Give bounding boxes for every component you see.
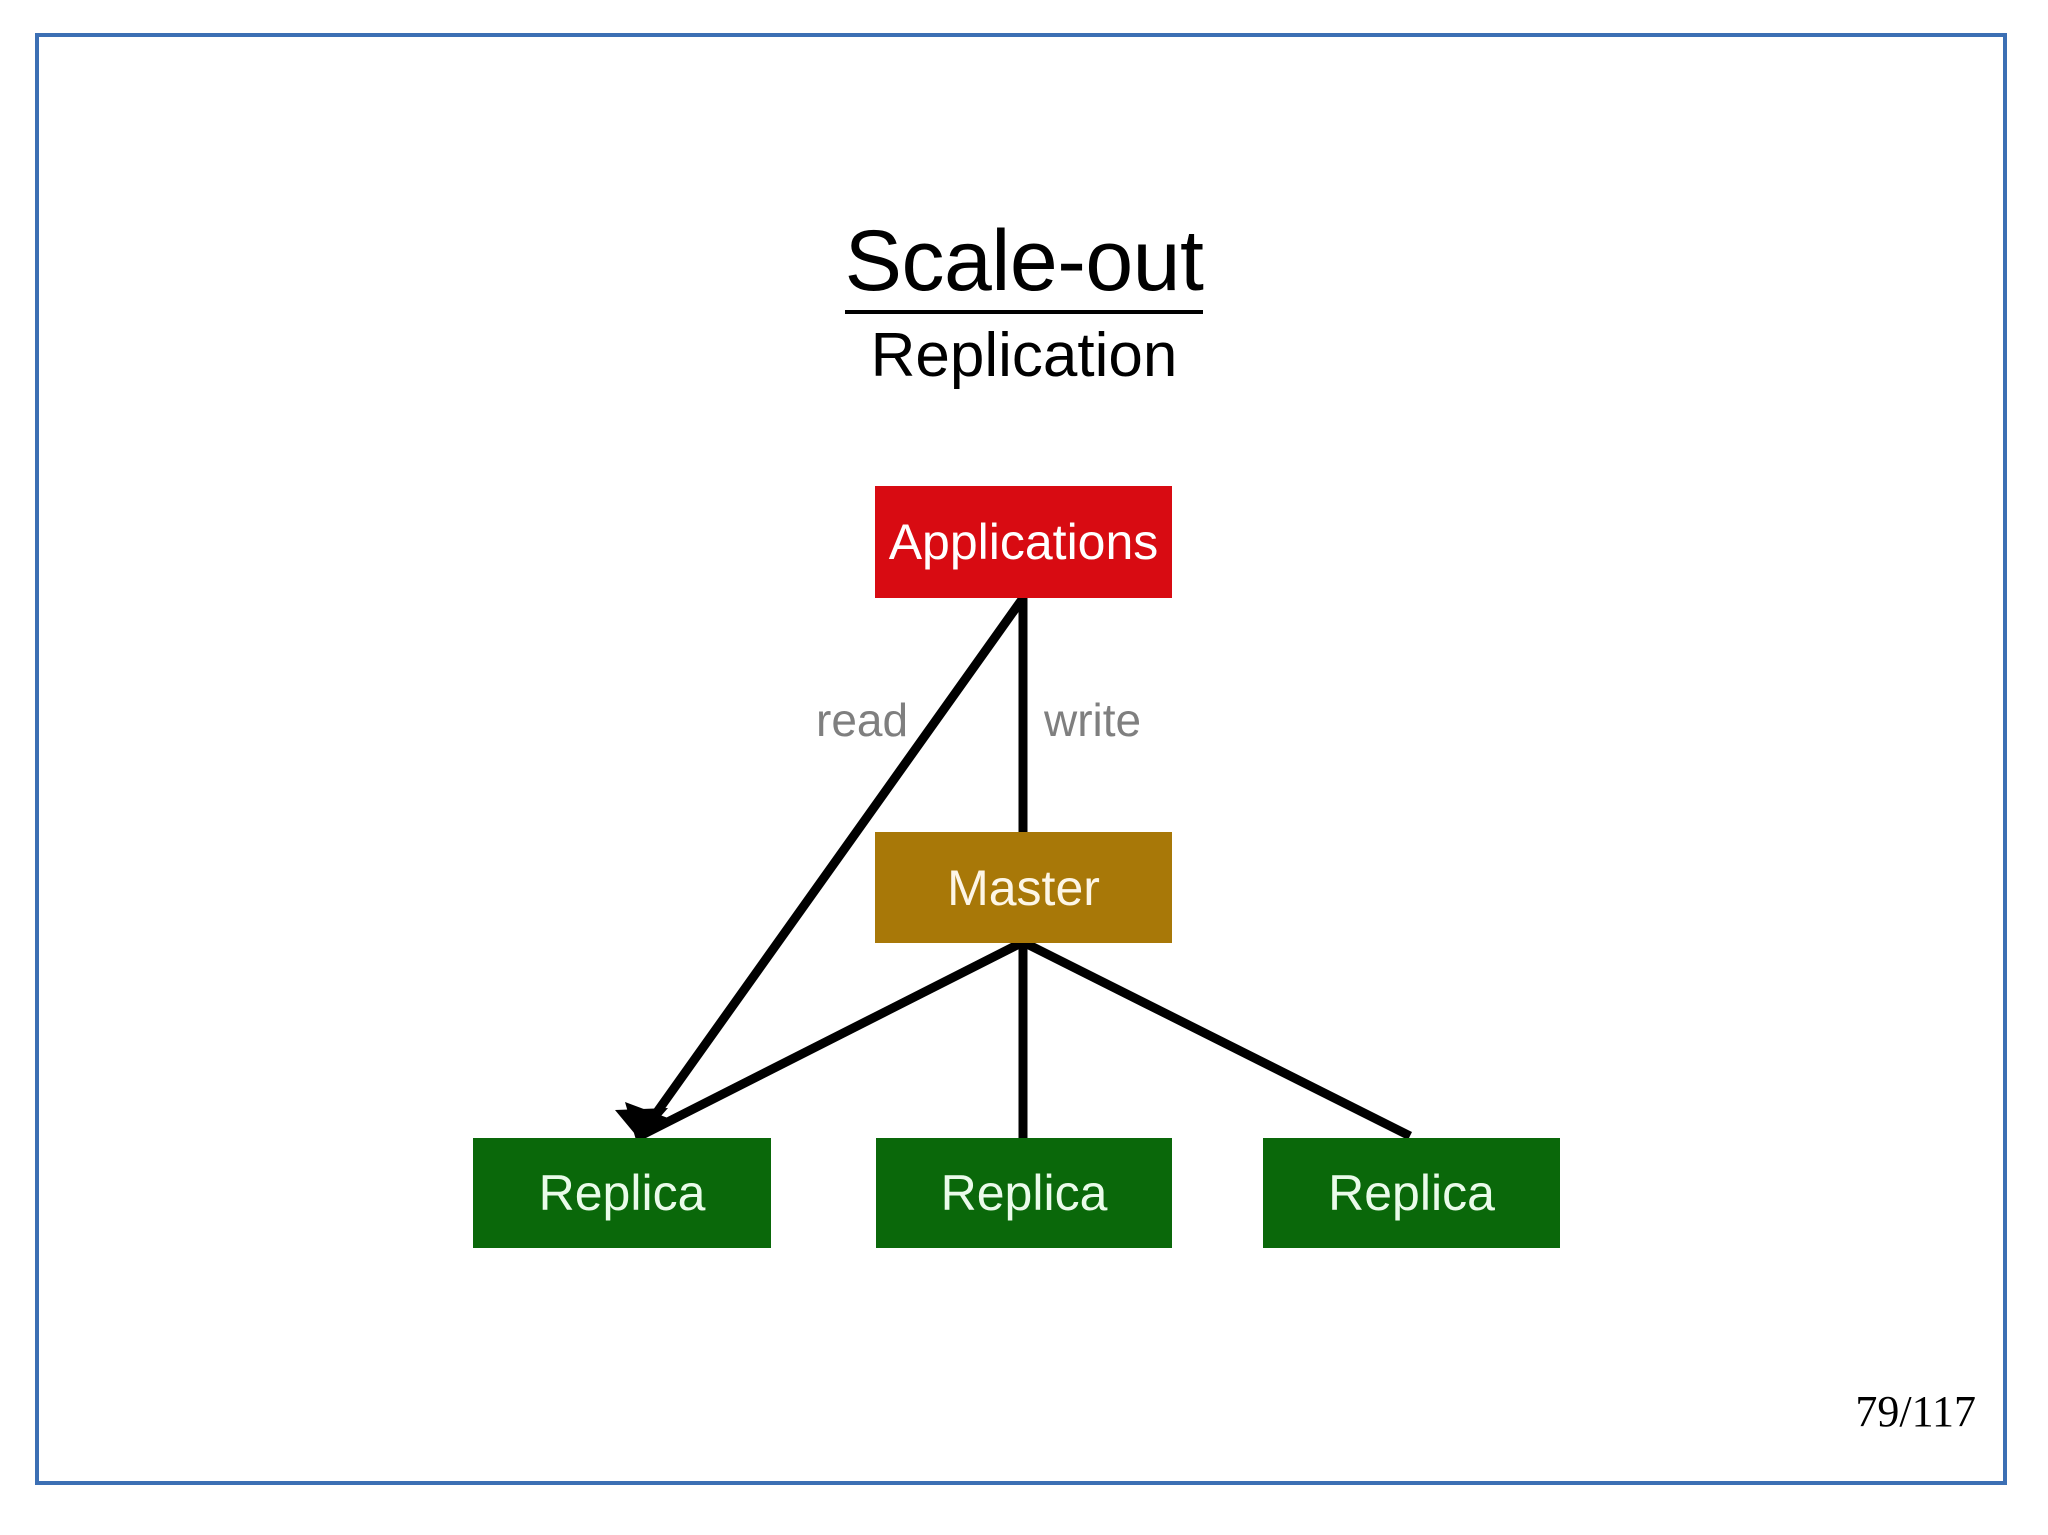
node-replica-2-label: Replica	[940, 1165, 1108, 1221]
node-master-label: Master	[947, 859, 1100, 916]
master-replica-1-edge	[625, 937, 1026, 1141]
title-block: Scale-out	[0, 218, 2048, 314]
page-number: 79/117	[1855, 1387, 1976, 1436]
node-replica-1-label: Replica	[538, 1165, 706, 1221]
node-applications[interactable]: Applications	[875, 486, 1172, 598]
node-replica-3-label: Replica	[1328, 1165, 1495, 1221]
node-replica-1[interactable]: Replica	[473, 1138, 771, 1248]
node-master[interactable]: Master	[875, 832, 1172, 943]
write-edge-label: write	[1044, 694, 1142, 746]
node-applications-label: Applications	[888, 514, 1159, 570]
page-title: Scale-out	[844, 218, 1204, 314]
node-replica-3[interactable]: Replica	[1263, 1138, 1560, 1248]
master-replica-3-edge	[1020, 937, 1413, 1141]
node-replica-2[interactable]: Replica	[876, 1138, 1172, 1248]
read-edge-label: read	[816, 694, 909, 746]
page-subtitle: Replication	[870, 321, 1178, 390]
